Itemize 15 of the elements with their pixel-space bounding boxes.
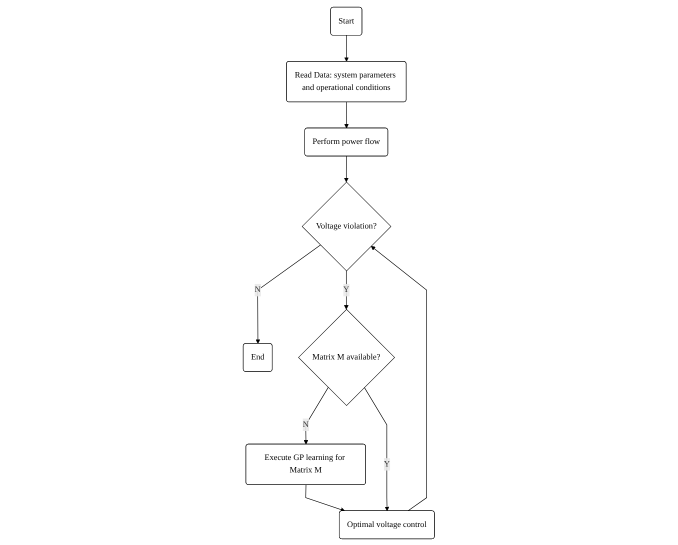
- edge-label: N: [254, 284, 261, 294]
- edge-label: Y: [384, 459, 390, 468]
- node-diamond: Matrix M available?: [298, 308, 396, 406]
- arrow: [344, 34, 349, 62]
- arrow: [371, 245, 428, 511]
- edge-label: Y: [343, 284, 350, 294]
- arrow: [256, 244, 321, 344]
- edge-label: N: [302, 420, 309, 428]
- arrow: [344, 101, 349, 128]
- arrow: [344, 156, 349, 182]
- arrow: [344, 270, 349, 310]
- arrow: [306, 484, 346, 512]
- arrow: [304, 386, 329, 444]
- node-diamond: Voltage violation?: [302, 181, 392, 271]
- arrow: [364, 386, 390, 511]
